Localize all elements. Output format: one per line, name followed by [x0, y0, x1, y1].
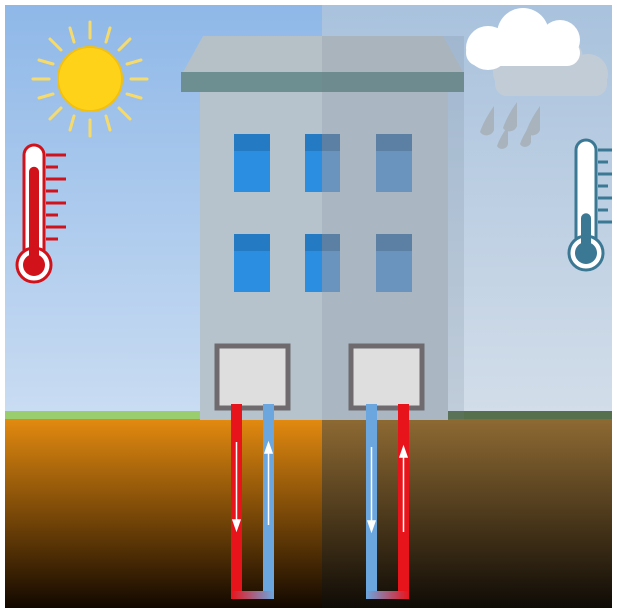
white-cloud — [466, 8, 580, 70]
flow-arrow-up — [263, 440, 274, 525]
sun-icon — [31, 20, 149, 138]
roof — [183, 36, 463, 72]
pipe-bend — [231, 591, 274, 599]
pipe-bend — [366, 591, 409, 599]
cold-ground — [322, 419, 612, 608]
window — [305, 234, 340, 292]
sun-disc — [57, 46, 123, 112]
heat-pump-unit — [214, 343, 291, 411]
thermometer-cold-icon — [567, 138, 612, 272]
cold-grass — [322, 411, 612, 419]
window — [234, 134, 270, 192]
ground-loop-left — [231, 404, 274, 599]
building — [181, 36, 464, 420]
cold-thermometer-ticks — [598, 148, 612, 224]
window — [234, 234, 270, 292]
flow-arrow-up — [398, 444, 409, 532]
sun-rays — [31, 20, 149, 138]
flow-arrow-down — [231, 442, 242, 533]
window — [305, 134, 340, 192]
rain-drops — [480, 102, 540, 149]
heat-pump-unit — [348, 343, 425, 411]
warm-grass — [5, 411, 322, 419]
hot-thermometer-bulb — [23, 254, 45, 276]
hot-thermometer-fill — [29, 166, 39, 262]
rain-cloud-icon — [466, 8, 608, 149]
cold-thermometer-bulb — [575, 242, 597, 264]
warm-ground — [5, 419, 322, 608]
window — [376, 234, 412, 292]
thermometer-hot-icon — [15, 143, 66, 284]
window — [376, 134, 412, 192]
ground-loop-right — [366, 404, 409, 599]
hot-thermometer-ticks — [46, 153, 66, 241]
flow-arrow-down — [366, 447, 377, 534]
cold-thermometer-fill — [581, 213, 591, 250]
cornice — [181, 72, 464, 92]
